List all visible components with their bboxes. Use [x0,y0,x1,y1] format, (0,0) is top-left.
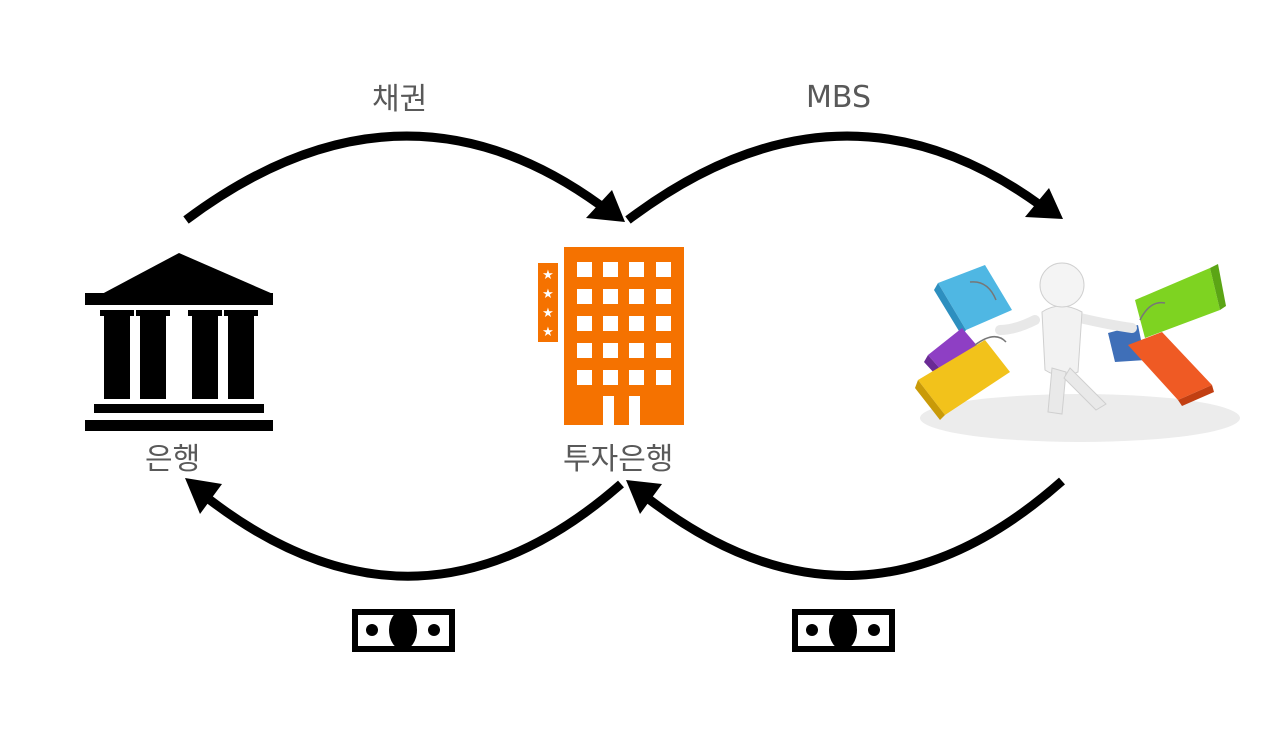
shopping-bag-orange [1128,332,1214,406]
arrow-investor-to-ib [626,477,1065,581]
shopping-bag-yellow [915,336,1010,420]
banknote-icon [352,609,455,652]
investment-bank-label: 투자은행 [563,442,674,477]
svg-text:★: ★ [542,287,554,302]
bank-building-icon [85,253,273,431]
office-building-icon: ★ ★ ★ ★ [538,247,684,425]
arrow-ib-to-investor [625,131,1063,224]
shopping-bag-blue [934,265,1012,336]
arrow-ib-to-bank [185,478,624,581]
svg-text:★: ★ [542,268,554,283]
bank-label: 은행 [145,442,201,477]
banknote-icon [792,609,895,652]
shopper-with-bags-figure [915,262,1240,442]
shopping-bag-green [1135,264,1226,338]
mbs-flow-label: MBS [806,80,871,115]
svg-text:★: ★ [542,306,554,321]
bond-flow-label: 채권 [372,82,428,117]
svg-text:★: ★ [542,325,554,340]
arrow-bank-to-ib [183,131,625,224]
